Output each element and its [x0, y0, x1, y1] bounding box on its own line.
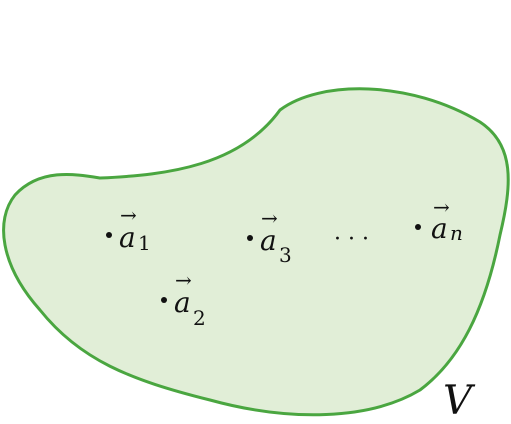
vector-base: a — [431, 212, 448, 245]
vector-base: a — [174, 286, 191, 319]
point-a3 — [247, 235, 253, 241]
vector-subscript: n — [450, 221, 463, 245]
point-an — [415, 224, 421, 230]
vector-subscript: 1 — [138, 231, 151, 255]
ellipsis: · · · — [334, 227, 369, 252]
vector-arrow: → — [120, 203, 137, 227]
vector-subscript: 2 — [193, 306, 206, 330]
region-label-v: V — [443, 378, 476, 424]
vector-arrow: → — [175, 268, 192, 292]
point-a1 — [106, 232, 112, 238]
point-a2 — [161, 297, 167, 303]
vector-arrow: → — [433, 195, 450, 219]
vector-subscript: 3 — [279, 243, 292, 267]
region-v-shape — [2, 87, 510, 417]
vector-arrow: → — [261, 206, 278, 230]
vector-base: a — [260, 224, 277, 257]
vector-an: → a n — [415, 195, 463, 245]
vector-base: a — [119, 221, 136, 254]
vector-a3: → a 3 — [247, 206, 292, 267]
vector-a1: → a 1 — [106, 203, 151, 255]
vector-a2: → a 2 — [161, 268, 206, 330]
